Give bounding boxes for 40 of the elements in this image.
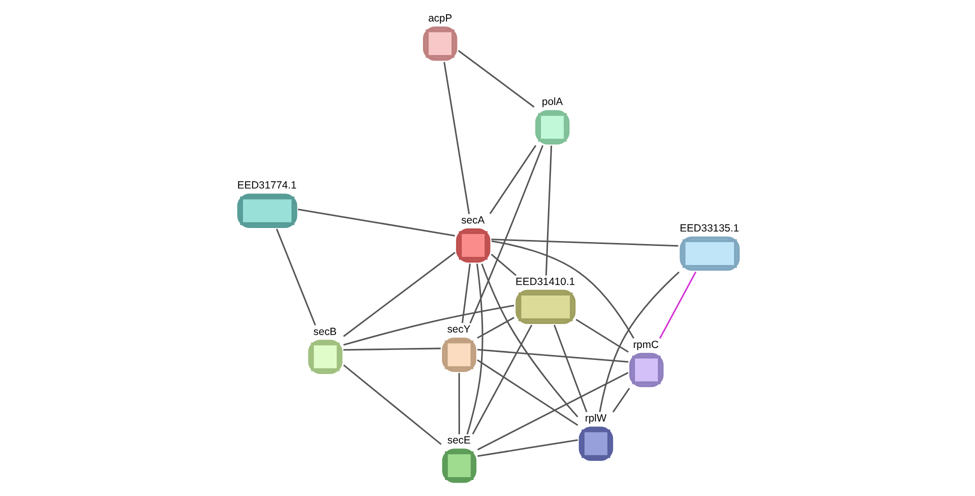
- connector: [275, 228, 316, 326]
- connector: [575, 318, 628, 353]
- connector: [342, 304, 514, 346]
- connector: [468, 145, 543, 324]
- connector: [488, 144, 536, 214]
- connector: [461, 264, 470, 324]
- connector: [553, 324, 587, 412]
- node-label: secB: [312, 326, 336, 338]
- node-label: EED31410.1: [515, 276, 574, 288]
- connector: [458, 373, 460, 434]
- connector: [342, 252, 456, 337]
- connector: [490, 238, 678, 247]
- node-label: secA: [460, 215, 484, 226]
- node-label: EED33135.1: [679, 223, 739, 234]
- connector: [342, 364, 442, 445]
- connector: [658, 272, 696, 339]
- connector: [476, 348, 628, 363]
- connector: [598, 271, 680, 412]
- connector: [480, 264, 578, 418]
- connector: [442, 62, 470, 214]
- node-label: rplW: [584, 414, 606, 425]
- connector: [457, 50, 534, 108]
- node-label: acpP: [428, 14, 452, 25]
- connector: [472, 324, 532, 434]
- connector: [466, 264, 483, 434]
- node-label: polA: [541, 97, 562, 108]
- connector: [476, 372, 628, 450]
- node-label: secE: [446, 436, 470, 447]
- node-label: secY: [446, 324, 470, 336]
- connector: [490, 240, 634, 339]
- connector: [476, 316, 514, 339]
- connector: [342, 348, 440, 351]
- connector: [544, 146, 552, 276]
- connector: [476, 359, 578, 426]
- node-label: rpmC: [632, 340, 658, 351]
- connector: [476, 439, 578, 457]
- connector: [612, 388, 630, 413]
- connector: [490, 254, 516, 276]
- node-label: EED31774.1: [236, 180, 296, 192]
- connector: [297, 208, 454, 236]
